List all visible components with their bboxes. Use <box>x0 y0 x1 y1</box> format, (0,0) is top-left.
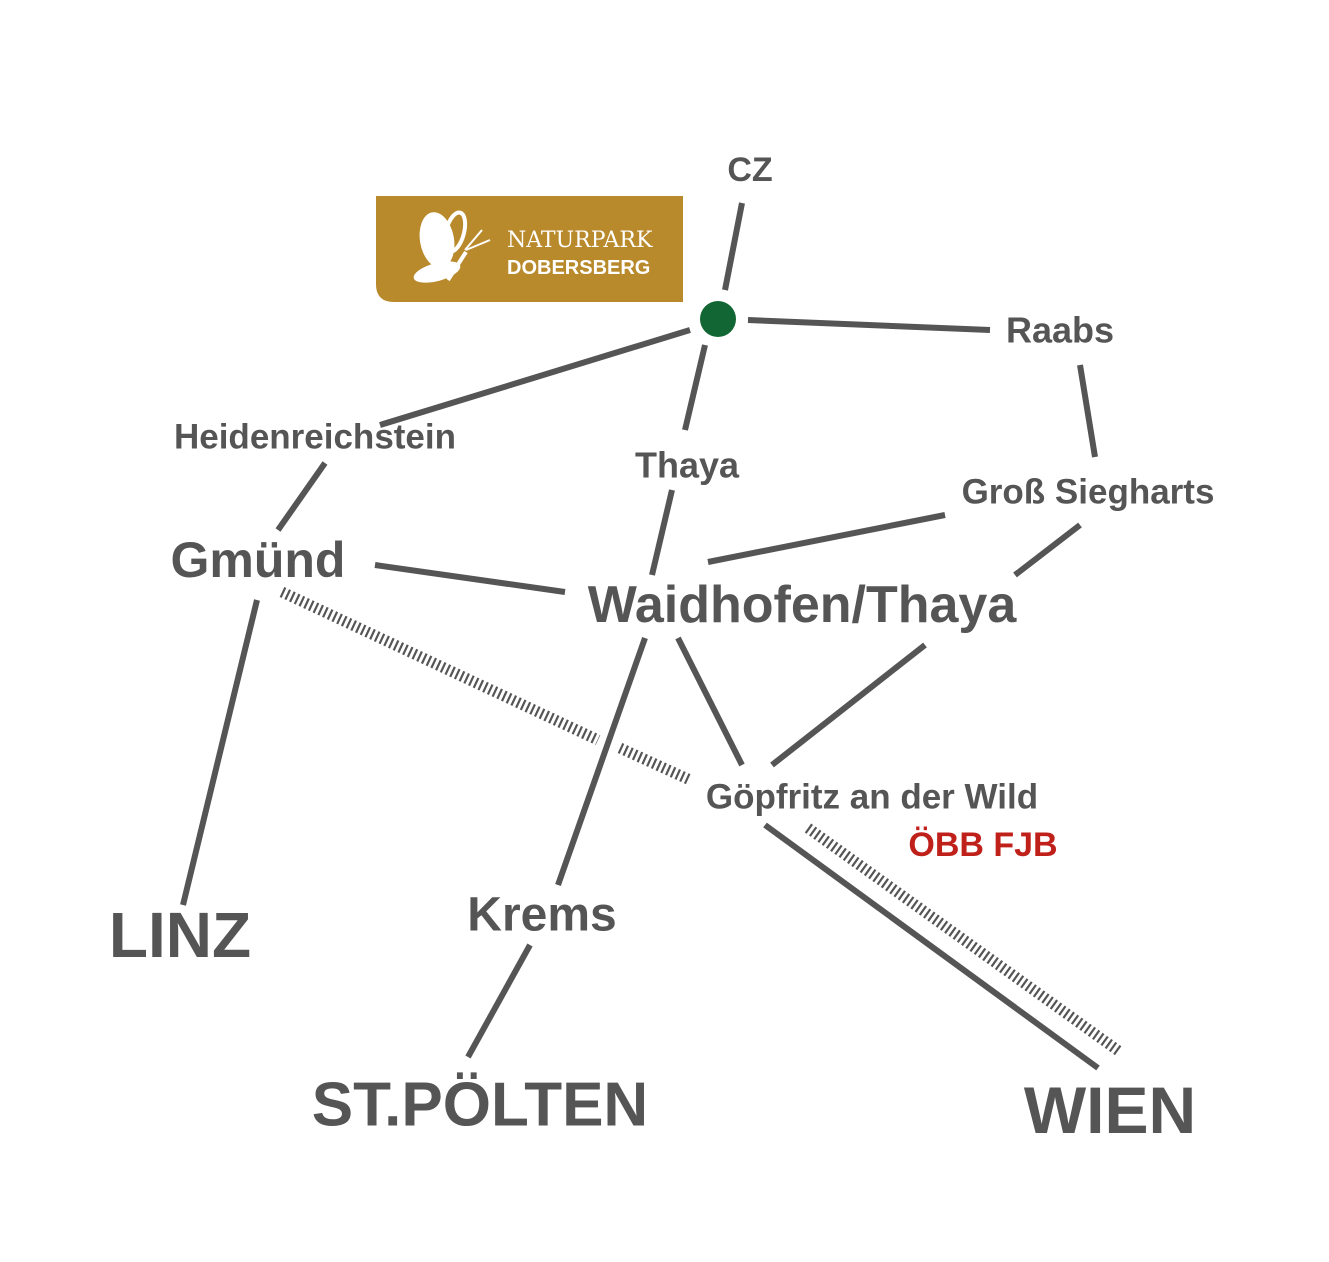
label-linz: LINZ <box>109 899 251 971</box>
road-thaya-waidhofen <box>649 489 675 576</box>
rail-segment <box>279 587 601 745</box>
logo-line2: DOBERSBERG <box>507 257 650 279</box>
railway-fjb <box>279 587 1124 1057</box>
road-gmuend-linz <box>180 599 260 906</box>
roads <box>180 202 1100 1071</box>
label-gross-siegharts: Groß Siegharts <box>962 473 1215 512</box>
logo-line1: NATURPARK <box>507 228 653 253</box>
label-wien: WIEN <box>1024 1073 1196 1147</box>
road-waidhofen-goepfritz <box>675 636 745 767</box>
label-waidhofen-thaya: Waidhofen/Thaya <box>588 576 1018 634</box>
label-cz: CZ <box>727 151 772 189</box>
rail-segment <box>617 742 693 786</box>
location-marker-dobersberg <box>700 301 736 337</box>
road-gross-siegharts-goepfritz-a <box>1013 522 1082 578</box>
label-st-poelten: ST.PÖLTEN <box>312 1071 648 1140</box>
road-krems-st-poelten <box>465 943 533 1059</box>
logo-naturpark-dobersberg: NATURPARK DOBERSBERG <box>376 196 683 302</box>
road-raabs-gross-siegharts <box>1077 364 1098 458</box>
road-gross-siegharts-goepfritz-b <box>770 642 927 768</box>
road-heidenreichstein <box>379 327 691 428</box>
place-labels: CZ Raabs Heidenreichstein Thaya Groß Sie… <box>109 151 1215 1147</box>
rail-segment <box>804 823 1124 1057</box>
label-goepfritz: Göpfritz an der Wild <box>706 778 1038 817</box>
label-gmuend: Gmünd <box>171 532 346 588</box>
road-gross-siegharts-waidhofen <box>707 512 946 565</box>
label-raabs: Raabs <box>1006 310 1114 351</box>
road-raabs <box>747 317 991 333</box>
label-krems: Krems <box>467 889 616 942</box>
road-heidenreichstein-gmuend <box>275 461 328 532</box>
label-oebb-fjb: ÖBB FJB <box>908 826 1057 864</box>
road-cz <box>722 202 745 291</box>
road-waidhofen-krems <box>555 637 648 886</box>
road-thaya <box>682 344 708 431</box>
road-goepfritz-wien <box>763 822 1100 1071</box>
label-heidenreichstein: Heidenreichstein <box>174 418 456 457</box>
butterfly-icon <box>413 210 491 283</box>
label-thaya: Thaya <box>635 445 740 486</box>
road-gmuend-waidhofen <box>374 562 566 595</box>
